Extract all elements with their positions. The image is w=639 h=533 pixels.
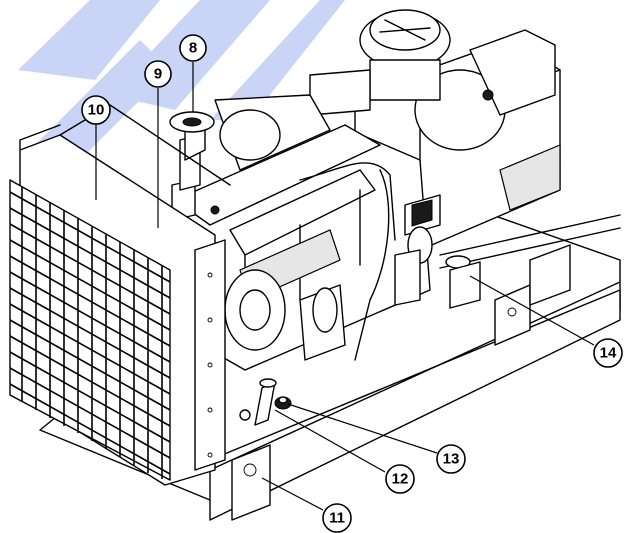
callout-13: 13	[436, 444, 466, 474]
callout-8-label: 8	[189, 40, 197, 57]
engine-block	[169, 94, 481, 371]
callout-14: 14	[593, 338, 623, 368]
exhaust-outlet-flange	[169, 111, 215, 161]
callout-8: 8	[179, 34, 207, 62]
coolant-drain-valve	[274, 396, 292, 410]
drain-plug	[239, 409, 251, 421]
callout-10-label: 10	[88, 102, 105, 119]
callout-11-label: 11	[329, 510, 345, 527]
callout-9: 9	[144, 60, 172, 88]
radiator-grille	[9, 187, 171, 479]
air-filter	[309, 9, 451, 116]
callout-12: 12	[385, 464, 415, 494]
callout-9-label: 9	[154, 66, 162, 83]
callout-10: 10	[81, 95, 111, 125]
radiator-assembly	[9, 104, 231, 486]
leader-lines	[95, 62, 595, 511]
callout-14-label: 14	[600, 345, 617, 362]
callout-13-label: 13	[443, 451, 460, 468]
callout-11: 11	[322, 503, 352, 533]
oil-drain-valve	[254, 378, 277, 426]
callout-12-label: 12	[392, 471, 409, 488]
